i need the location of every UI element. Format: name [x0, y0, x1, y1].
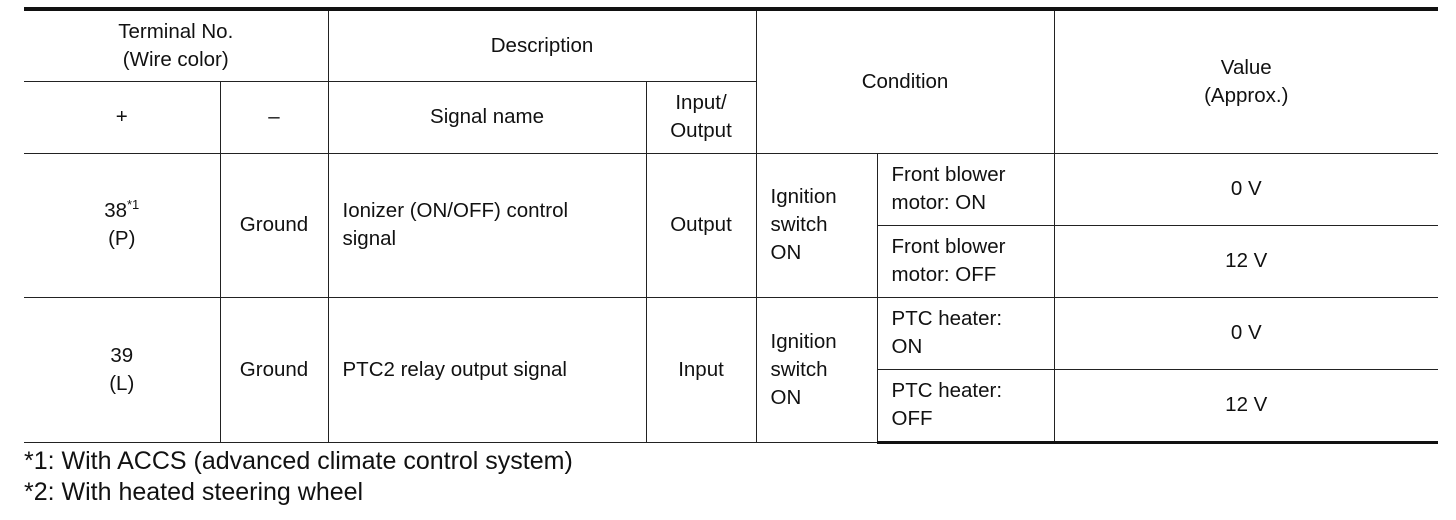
- io-cell: Output: [645, 152, 757, 298]
- header-condition: Condition: [755, 7, 1055, 154]
- value-cell: 12 V: [1053, 224, 1439, 298]
- condition-cell: Ignition switch ON: [755, 296, 878, 443]
- sub-condition-cell: Front blower motor: ON: [876, 152, 1055, 226]
- footnotes: *1: With ACCS (advanced climate control …: [24, 446, 573, 508]
- sub-condition-cell: PTC heater: ON: [876, 296, 1055, 370]
- header-signal-name: Signal name: [327, 80, 647, 154]
- terminal-number: 38: [104, 199, 127, 222]
- wire-color: (L): [109, 371, 135, 395]
- footnote-2: *2: With heated steering wheel: [24, 478, 364, 506]
- header-io: Input/ Output: [645, 80, 757, 154]
- ground-cell: Ground: [219, 296, 329, 443]
- ground-cell: Ground: [219, 152, 329, 298]
- signal-name-cell: Ionizer (ON/OFF) control signal: [327, 152, 647, 298]
- header-minus: –: [219, 80, 329, 154]
- sub-condition-cell: Front blower motor: OFF: [876, 224, 1055, 298]
- signal-name-cell: PTC2 relay output signal: [327, 296, 647, 443]
- terminal-cell: 38*1 (P): [24, 152, 221, 298]
- terminal-number: 39: [110, 343, 134, 367]
- wire-color: (P): [108, 227, 136, 250]
- value-cell: 12 V: [1053, 368, 1439, 444]
- terminal-footnote-mark: *1: [127, 197, 140, 213]
- condition-cell: Ignition switch ON: [755, 152, 878, 298]
- header-terminal: Terminal No. (Wire color): [24, 7, 329, 82]
- sub-condition-cell: PTC heater: OFF: [876, 368, 1055, 444]
- terminal-table: Terminal No. (Wire color) Description Co…: [24, 7, 1439, 444]
- header-plus: +: [24, 80, 221, 154]
- value-cell: 0 V: [1053, 152, 1439, 226]
- footnote-1: *1: With ACCS (advanced climate control …: [24, 447, 573, 475]
- value-cell: 0 V: [1053, 296, 1439, 370]
- terminal-cell: 39 (L): [24, 296, 221, 443]
- io-cell: Input: [645, 296, 757, 443]
- header-description: Description: [327, 7, 757, 82]
- header-value: Value (Approx.): [1053, 7, 1439, 154]
